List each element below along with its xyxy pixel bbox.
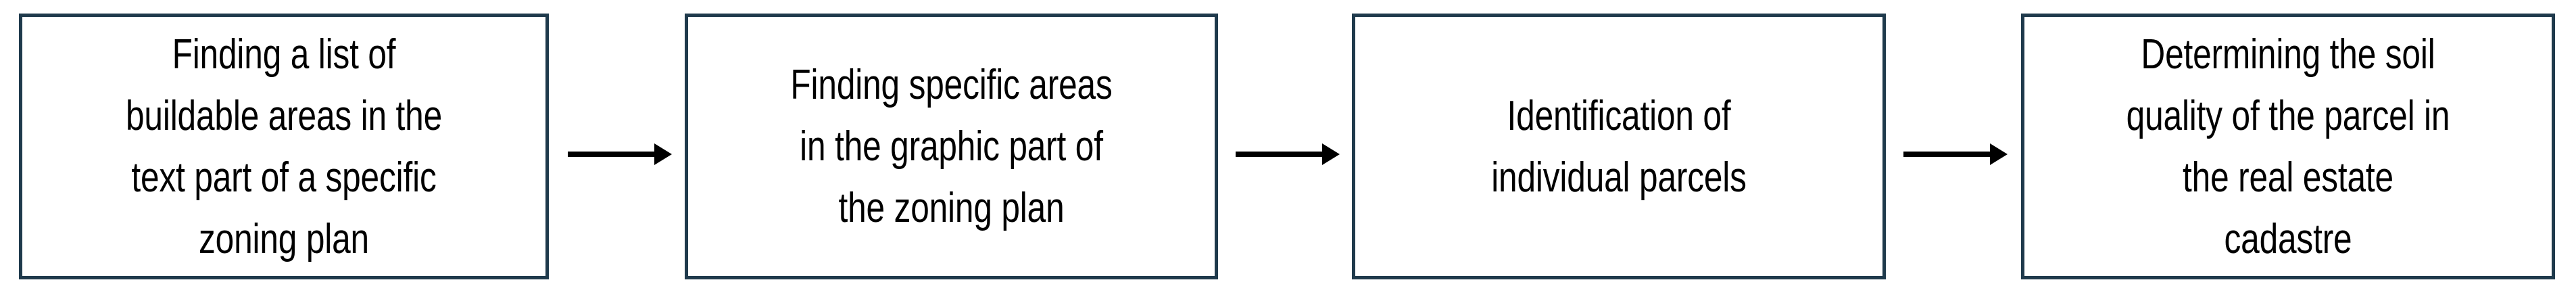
- flow-step-4-label: Determining the soil quality of the parc…: [2126, 30, 2450, 262]
- flow-step-3-label: Identification of individual parcels: [1491, 92, 1747, 201]
- flow-step-3[interactable]: Identification of individual parcels: [1352, 14, 1886, 279]
- arrow-step1-to-step2: [568, 141, 672, 168]
- flow-step-2-label: Finding specific areas in the graphic pa…: [790, 62, 1113, 231]
- flow-step-2[interactable]: Finding specific areas in the graphic pa…: [685, 14, 1218, 279]
- flow-step-1-label: Finding a list of buildable areas in the…: [125, 30, 443, 262]
- flow-step-1[interactable]: Finding a list of buildable areas in the…: [19, 14, 549, 279]
- arrow-step2-to-step3: [1236, 141, 1340, 168]
- arrow-step3-to-step4: [1903, 141, 2008, 168]
- flow-step-4[interactable]: Determining the soil quality of the parc…: [2021, 14, 2555, 279]
